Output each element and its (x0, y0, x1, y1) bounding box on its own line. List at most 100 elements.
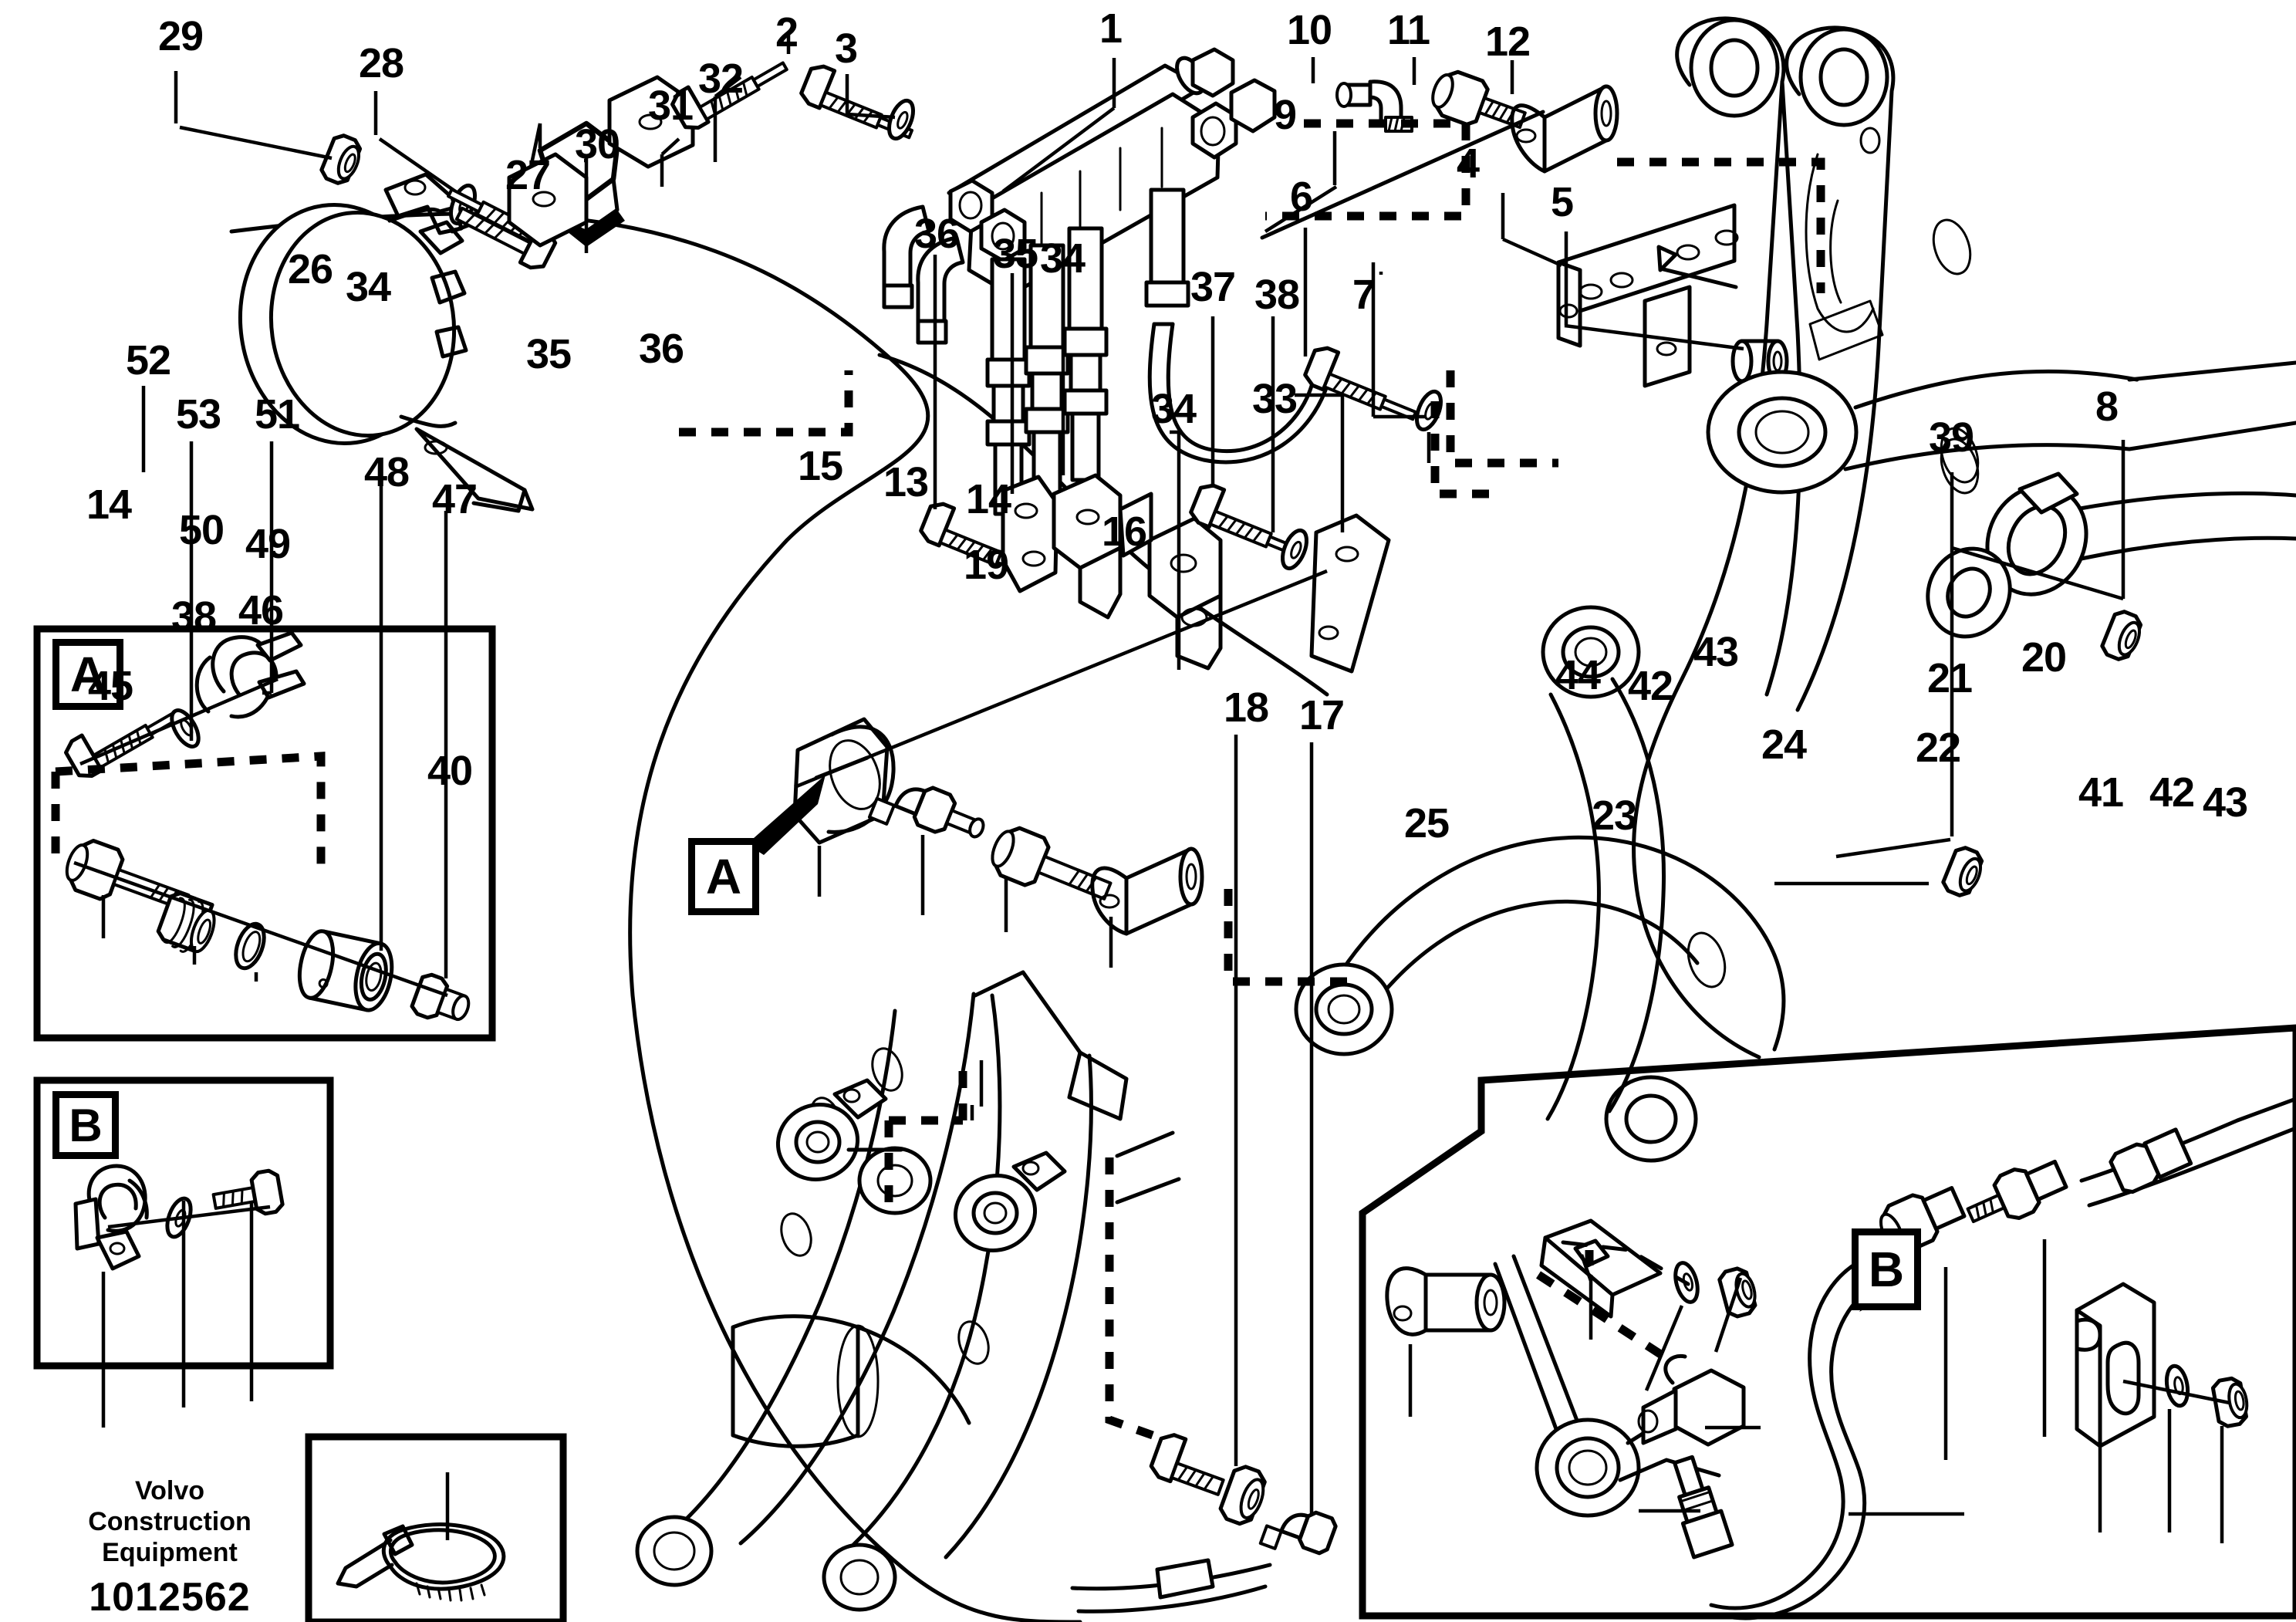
pointer-b-callout: B (1852, 1228, 1921, 1310)
pointer-b-letter-text: B (1868, 1242, 1905, 1297)
part-label-10: 10 (1287, 7, 1332, 53)
pin-bushing-12 (1510, 84, 1619, 174)
bushing-16 (1090, 846, 1204, 936)
part-label-38: 38 (1254, 272, 1300, 318)
nut-18 (1218, 1465, 1267, 1526)
part-label-33: 33 (1252, 376, 1298, 422)
clamp-ring-26 (238, 172, 535, 513)
part-label-13: 13 (883, 459, 929, 505)
pointer-a-callout: A (688, 838, 759, 915)
part-label-1: 1 (1099, 5, 1123, 52)
joint-right (1926, 471, 2088, 639)
part-label-26: 26 (288, 246, 333, 292)
part-label-35a: 35 (526, 331, 572, 377)
bolt-18 (1149, 1433, 1225, 1496)
part-label-12: 12 (1485, 19, 1531, 65)
part-label-30: 30 (575, 121, 620, 167)
part-label-2: 2 (775, 9, 799, 56)
part-label-4: 4 (1457, 140, 1480, 187)
part-label-42a: 42 (1628, 663, 1673, 709)
mounting-plate-4 (1556, 203, 1739, 388)
plate-33 (1309, 513, 1391, 674)
hydraulic-valve-block-1 (882, 47, 1329, 516)
part-label-50: 50 (179, 507, 225, 553)
part-label-34c: 34 (1151, 386, 1197, 432)
elbow-13 (867, 786, 985, 839)
cable-tie-40 (336, 1472, 506, 1602)
part-label-53: 53 (176, 391, 221, 438)
part-label-39: 39 (1929, 414, 1974, 461)
part-label-6: 6 (1290, 174, 1313, 220)
part-label-8: 8 (2095, 384, 2119, 430)
part-label-45: 45 (88, 663, 133, 709)
part-label-44: 44 (1555, 652, 1601, 698)
ball-joint-left (775, 1078, 888, 1181)
part-label-49: 49 (245, 521, 291, 567)
part-label-19: 19 (964, 542, 1009, 588)
bracket-41 (2075, 1282, 2156, 1448)
drawing-number: 1012562 (89, 1575, 251, 1620)
part-label-9: 9 (1274, 92, 1297, 138)
part-label-18: 18 (1224, 684, 1269, 731)
part-label-14a: 14 (966, 476, 1011, 522)
part-label-47: 47 (432, 476, 478, 522)
bucket-linkage-assembly (635, 970, 1129, 1612)
part-label-7: 7 (1352, 272, 1376, 318)
nut-39 (1941, 845, 1987, 900)
plate-35b (1001, 475, 1059, 593)
part-label-29: 29 (158, 13, 204, 59)
part-label-51: 51 (255, 391, 300, 438)
part-label-24: 24 (1761, 721, 1807, 768)
detail-b-letter-text: B (69, 1099, 103, 1151)
nut-8 (2100, 609, 2146, 664)
part-label-20: 20 (2021, 634, 2067, 681)
detail-box-a-letter: A (52, 639, 123, 710)
part-label-32: 32 (698, 56, 744, 102)
part-label-36b: 36 (914, 211, 960, 257)
part-label-34a: 34 (346, 264, 391, 310)
pointer-a-letter-text: A (705, 849, 742, 904)
part-label-22: 22 (1916, 725, 1961, 771)
clamp-34b (1052, 473, 1123, 620)
brand-line-1: Volvo Construction (88, 1476, 252, 1537)
ball-joint-right (953, 1151, 1067, 1252)
part-label-14b: 14 (86, 482, 132, 528)
washer-38 (1278, 527, 1312, 572)
nut-29 (319, 133, 366, 188)
part-label-27: 27 (505, 152, 551, 198)
part-label-42b: 42 (2149, 769, 2195, 816)
detail-b-contents (73, 1164, 285, 1428)
part-label-21: 21 (1927, 655, 1973, 701)
part-label-3: 3 (835, 25, 858, 72)
part-label-38b: 38 (171, 593, 217, 640)
part-label-43b: 43 (2203, 779, 2248, 826)
inset-contents (1385, 1097, 2296, 1620)
part-label-34b: 34 (1040, 235, 1086, 282)
block-28-mid (507, 152, 589, 248)
washer-3 (884, 97, 918, 142)
elbow-17 (1258, 1510, 1338, 1556)
detail-a-contents (51, 386, 471, 1022)
part-label-37: 37 (1190, 264, 1236, 310)
brand-line-2: Equipment (102, 1538, 238, 1568)
part-label-40: 40 (427, 748, 473, 794)
brand-block: Volvo Construction Equipment 1012562 (54, 1475, 285, 1620)
detail-a-letter-text: A (69, 647, 106, 702)
part-label-16: 16 (1102, 509, 1147, 555)
part-label-28: 28 (359, 40, 404, 86)
part-label-15: 15 (798, 443, 843, 489)
part-label-35b: 35 (993, 231, 1038, 277)
part-label-41: 41 (2078, 769, 2124, 816)
part-label-31: 31 (648, 83, 694, 129)
part-label-5: 5 (1551, 179, 1574, 225)
part-label-43a: 43 (1693, 629, 1739, 675)
part-label-46: 46 (238, 587, 284, 634)
part-label-25: 25 (1404, 800, 1450, 846)
part-label-36a: 36 (639, 326, 684, 372)
part-label-48: 48 (364, 449, 410, 495)
washer-7 (1412, 388, 1446, 433)
part-label-17: 17 (1299, 692, 1345, 738)
part-label-23: 23 (1592, 792, 1637, 839)
